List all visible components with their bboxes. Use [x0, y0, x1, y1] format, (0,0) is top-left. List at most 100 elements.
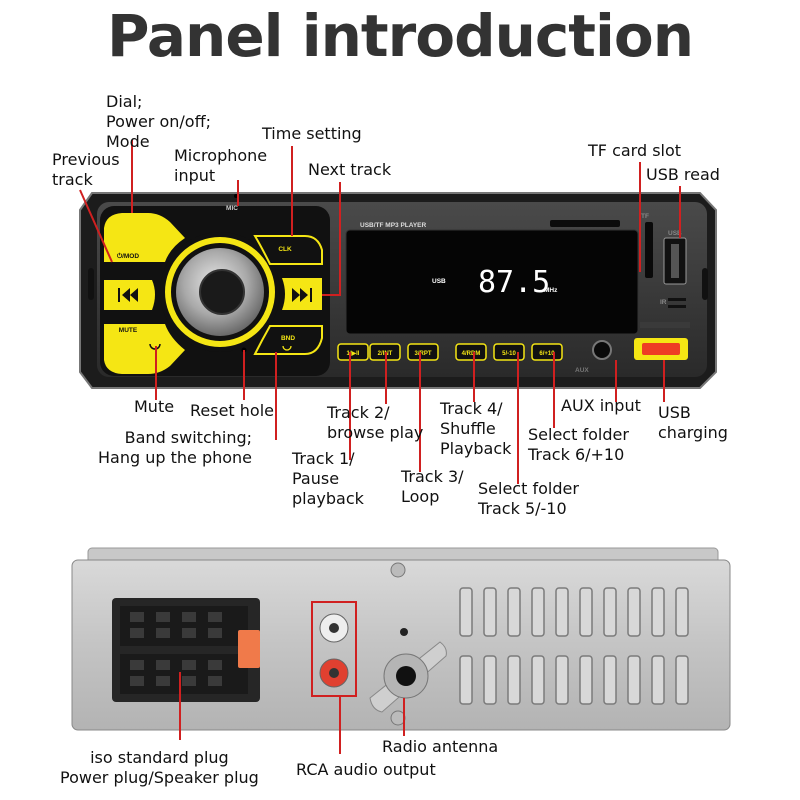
iso-pin — [156, 676, 170, 686]
aux-label: AUX — [575, 367, 589, 374]
track-button-1[interactable]: 1/▶II — [337, 343, 369, 361]
aux-jack[interactable] — [592, 340, 612, 360]
label-rca-output: RCA audio output — [296, 760, 436, 779]
clk-label: CLK — [278, 246, 292, 253]
vent-slot — [507, 655, 521, 705]
vent-slot — [627, 655, 641, 705]
iso-pin — [208, 612, 222, 622]
track-button-5[interactable]: 5/-10 — [493, 343, 525, 361]
label-previous-track: Previous track — [52, 150, 120, 189]
track-button-3[interactable]: 3/RPT — [407, 343, 439, 361]
iso-pin — [156, 628, 170, 638]
label-track2: Track 2/ browse play — [327, 403, 424, 442]
front-panel: ⏻/MOD MUTE MIC CLK BND USB/TF MP3 PLAYER… — [79, 192, 717, 389]
label-usb-read: USB read — [646, 165, 720, 184]
vent-slot — [675, 655, 689, 705]
vent-slot — [483, 655, 497, 705]
vent-slot — [651, 587, 665, 637]
display-frequency: 87.5 — [478, 265, 550, 300]
model-label: USB/TF MP3 PLAYER — [360, 222, 427, 229]
vent-slot — [603, 587, 617, 637]
vent-slot — [483, 587, 497, 637]
bnd-button[interactable] — [253, 325, 323, 355]
leader-previous — [79, 189, 113, 263]
leader-lines — [79, 140, 681, 754]
ir-label: IR — [660, 299, 667, 306]
vent-slot — [603, 655, 617, 705]
knob-center — [199, 269, 245, 315]
iso-pin — [208, 628, 222, 638]
iso-pin — [208, 660, 222, 670]
label-mute: Mute — [134, 397, 175, 416]
label-folder-minus: Select folder Track 5/-10 — [478, 479, 579, 518]
previous-icon — [118, 288, 138, 302]
track-button-4[interactable]: 4/RDM — [455, 343, 487, 361]
label-usb-charging: USB charging — [658, 403, 728, 442]
right-release-slot — [702, 268, 708, 300]
vent-slot — [675, 587, 689, 637]
label-tf-card-slot: TF card slot — [588, 141, 682, 160]
leader-next-track — [322, 182, 341, 296]
vent-slot — [555, 655, 569, 705]
iso-pin — [130, 612, 144, 622]
rear-panel — [71, 547, 731, 731]
vent-slot — [627, 587, 641, 637]
label-dial: Dial; Power on/off; Mode — [106, 92, 211, 151]
label-track4: Track 4/ Shuffle Playback — [440, 399, 512, 458]
label-band-switching: Band switching; Hang up the phone — [98, 428, 253, 467]
vent-slot — [579, 655, 593, 705]
clk-button[interactable] — [253, 235, 323, 265]
cd-slot-line — [550, 220, 620, 227]
power-mode-label: ⏻/MOD — [117, 252, 139, 260]
iso-pin — [182, 612, 196, 622]
usb-read-port-tongue — [671, 244, 679, 278]
label-reset-hole: Reset hole — [190, 401, 274, 420]
usb-port-label: USB — [668, 230, 682, 237]
knob-ring — [165, 237, 275, 347]
vent-slot — [507, 587, 521, 637]
iso-pin — [130, 628, 144, 638]
iso-latch — [238, 630, 260, 668]
iso-pin — [156, 660, 170, 670]
left-release-slot — [88, 268, 94, 300]
bnd-label: BND — [281, 335, 295, 342]
iso-pin — [182, 628, 196, 638]
display-unit: MHz — [544, 287, 558, 294]
iso-pin — [182, 676, 196, 686]
label-time-setting: Time setting — [262, 124, 362, 143]
vent-slot — [531, 587, 545, 637]
label-track3: Track 3/ Loop — [401, 467, 464, 506]
iso-pin — [208, 676, 222, 686]
track-button-label-1: 1/▶II — [347, 350, 360, 357]
tf-slot[interactable] — [645, 222, 653, 278]
track-button-6[interactable]: 6/+10 — [531, 343, 563, 361]
phone-icon — [282, 345, 292, 351]
mic-label: MIC — [226, 205, 238, 212]
label-microphone: Microphone input — [174, 146, 268, 185]
vent-slot — [579, 587, 593, 637]
iso-pin — [156, 612, 170, 622]
vent-slot — [555, 587, 569, 637]
iso-pin — [130, 676, 144, 686]
iso-pin — [130, 660, 144, 670]
display-source: USB — [432, 278, 446, 285]
rca-highlight-box — [311, 601, 357, 697]
power-mode-button[interactable] — [104, 213, 185, 262]
track-button-label-3: 3/RPT — [414, 351, 431, 357]
next-icon — [292, 288, 312, 302]
lcd-display — [345, 229, 639, 335]
track-button-label-6: 6/+10 — [539, 351, 555, 357]
vent-slot — [459, 655, 473, 705]
vent-slot — [531, 655, 545, 705]
track-button-label-5: 5/-10 — [502, 351, 516, 357]
usb-charge-socket — [642, 343, 680, 355]
vent-slot — [651, 655, 665, 705]
mute-button[interactable] — [104, 324, 185, 374]
vent-slot — [459, 587, 473, 637]
label-radio-antenna: Radio antenna — [382, 737, 499, 756]
label-next-track: Next track — [308, 160, 392, 179]
label-iso-plug: iso standard plug Power plug/Speaker plu… — [60, 748, 259, 787]
page-title: Panel introduction — [106, 2, 694, 70]
